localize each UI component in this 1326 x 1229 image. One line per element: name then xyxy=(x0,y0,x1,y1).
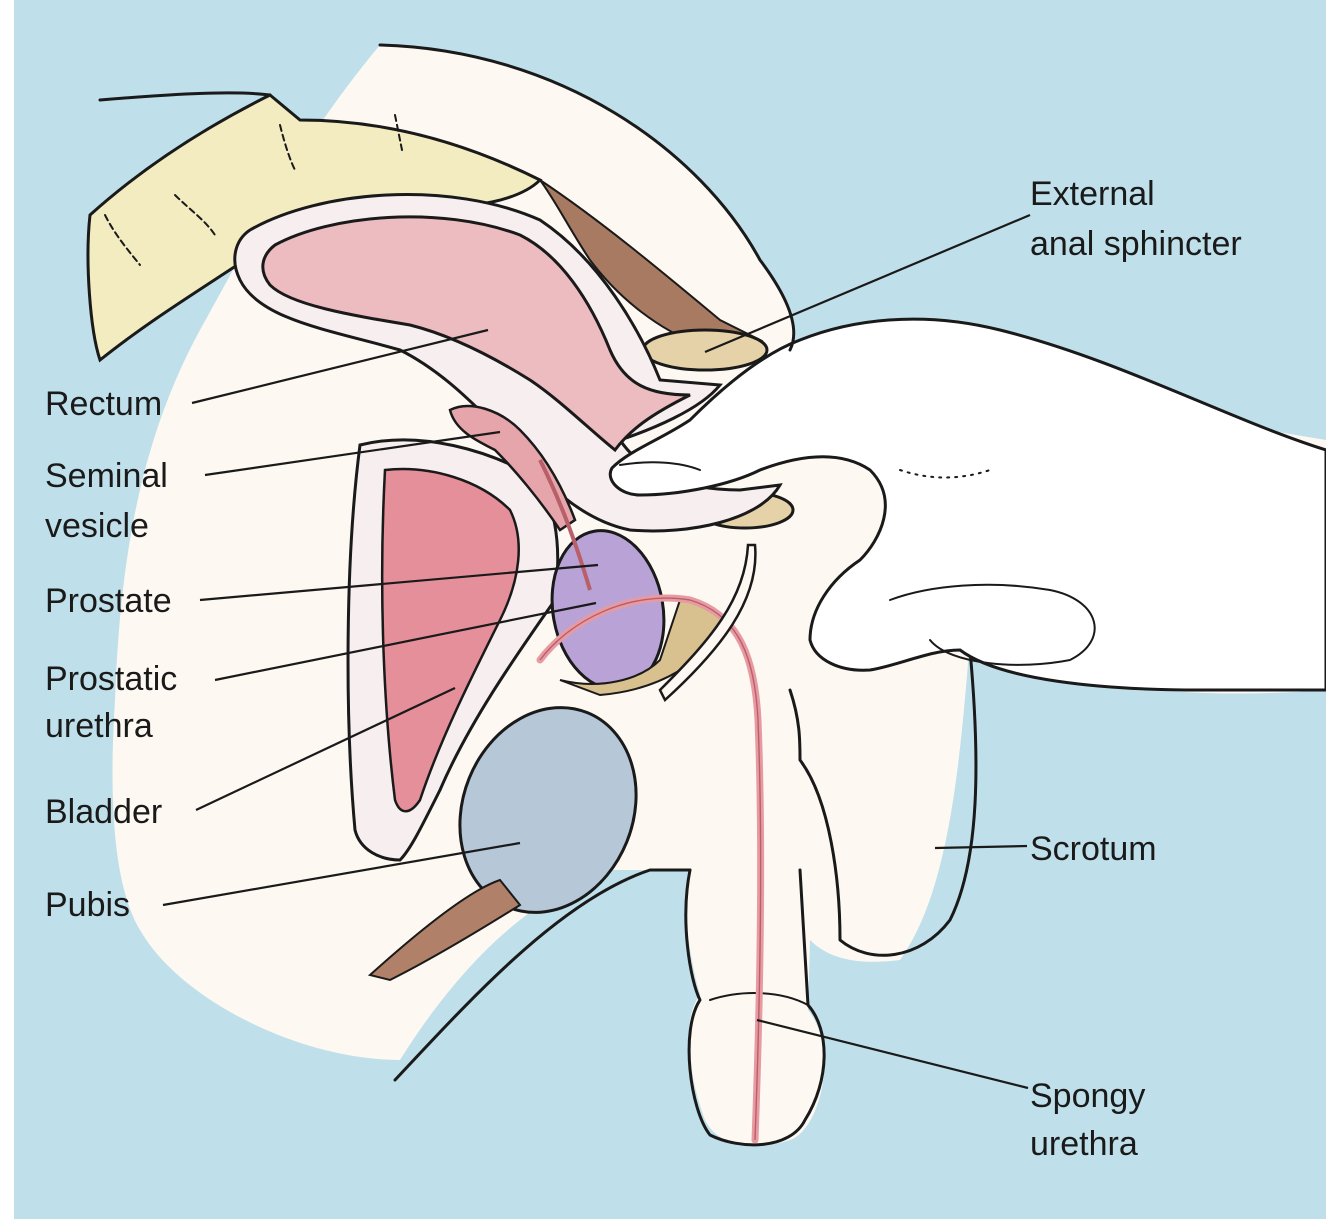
label-spongy-urethra-line2: urethra xyxy=(1030,1125,1138,1163)
label-bladder: Bladder xyxy=(45,793,162,831)
left-margin xyxy=(0,0,14,1229)
label-spongy-urethra-line1: Spongy xyxy=(1030,1077,1145,1115)
label-external-anal-sphincter-line2: anal sphincter xyxy=(1030,225,1242,263)
label-prostate: Prostate xyxy=(45,582,172,620)
label-prostatic-urethra-line2: urethra xyxy=(45,707,153,745)
label-external-anal-sphincter-line1: External xyxy=(1030,175,1155,213)
bottom-margin xyxy=(0,1219,1326,1229)
label-seminal-vesicle-line2: vesicle xyxy=(45,507,149,545)
label-scrotum: Scrotum xyxy=(1030,830,1157,868)
label-pubis: Pubis xyxy=(45,886,130,924)
label-prostatic-urethra-line1: Prostatic xyxy=(45,660,177,698)
label-seminal-vesicle-line1: Seminal xyxy=(45,457,168,495)
sphincter-cross-section-upper xyxy=(643,330,767,370)
label-rectum: Rectum xyxy=(45,385,162,423)
